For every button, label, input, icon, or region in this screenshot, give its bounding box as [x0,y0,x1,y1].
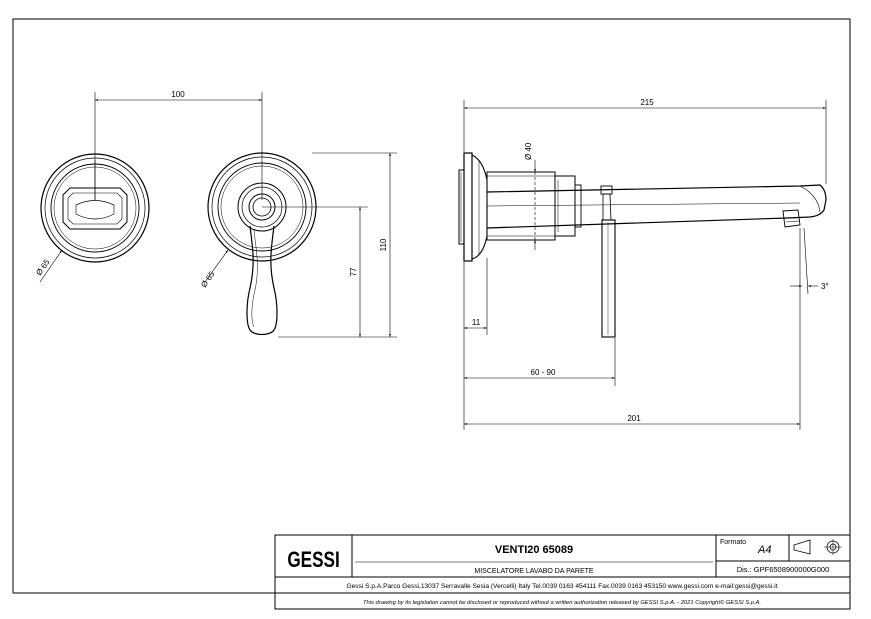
dim-overall-length: 215 [640,98,654,107]
dim-wall-range: 60 - 90 [531,368,556,377]
drawing-frame [12,18,851,594]
dim-spout-angle: 3° [821,282,829,291]
legal-notice: This drawing by its legislation cannot b… [363,599,761,606]
company-info: Gessi S.p.A.Parco Gessi,13037 Serravalle… [346,583,777,590]
drawing-number: Dis.: GPF6508900000G000 [737,565,830,574]
dim-wall-depth: 11 [472,318,481,327]
format-label: Formato [720,539,746,546]
dim-diameter-left: Ø 65 [34,257,52,277]
dim-height-total: 110 [379,238,388,251]
product-description: MISCELATORE LAVABO DA PARETE [474,568,593,575]
dim-centers: 100 [171,90,185,99]
dimension-labels: 100 215 Ø 65 Ø 65 Ø 40 110 77 11 60 - 90… [34,90,828,423]
title-block: GESSI VENTI20 65089 MISCELATORE LAVABO D… [274,534,851,610]
dim-spout-projection: 201 [627,414,641,423]
dimension-lines [39,92,827,430]
format-value: A4 [757,544,771,556]
dim-body-diameter: Ø 40 [524,142,533,160]
product-name: VENTI20 65089 [495,544,573,556]
dim-diameter-right: Ø 65 [199,269,217,289]
logo-text: GESSI [287,548,339,573]
projection-symbol-icon [793,539,842,555]
gessi-logo: GESSI [287,548,339,573]
dim-height-handle: 77 [349,267,358,276]
side-view-mixer [458,152,827,338]
